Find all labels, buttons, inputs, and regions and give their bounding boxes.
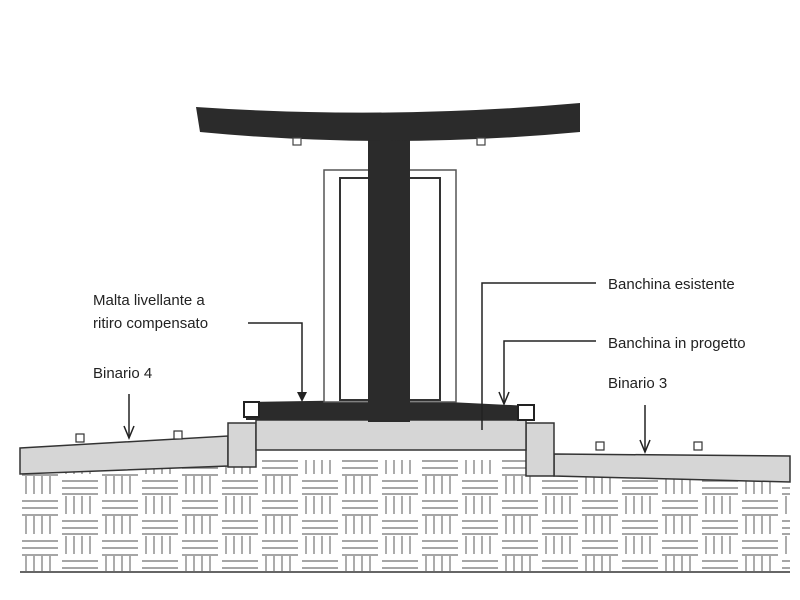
label-binario-3: Binario 3	[608, 375, 667, 392]
rail-right-2	[693, 441, 703, 451]
leveling-mortar	[246, 400, 372, 420]
existing-platform-slab	[255, 419, 527, 451]
edge-block-left	[243, 401, 260, 418]
canopy-roof	[196, 103, 580, 141]
rail-left-2	[173, 430, 183, 440]
leader-banchina-progetto	[503, 340, 596, 403]
label-malta-line2: ritiro compensato	[93, 315, 208, 332]
arrow-malta	[297, 392, 307, 402]
arrowhead-binario-4	[123, 425, 135, 440]
curb-left	[227, 422, 257, 468]
edge-block-right	[517, 404, 535, 421]
rail-right-1	[595, 441, 605, 451]
curb-right	[525, 422, 555, 477]
leader-banchina-esistente	[481, 282, 596, 430]
canopy-light-left	[292, 137, 302, 146]
central-column	[368, 128, 410, 422]
arrowhead-binario-3	[639, 439, 651, 454]
arrowhead-banchina-progetto	[498, 391, 510, 406]
label-banchina-esistente: Banchina esistente	[608, 276, 735, 293]
label-malta-line1: Malta livellante a	[93, 292, 205, 309]
leader-malta	[248, 322, 303, 400]
canopy-light-right	[476, 137, 486, 146]
rail-left-1	[75, 433, 85, 443]
leveling-mortar-right	[408, 400, 530, 420]
label-banchina-progetto: Banchina in progetto	[608, 335, 746, 352]
label-binario-4: Binario 4	[93, 365, 152, 382]
